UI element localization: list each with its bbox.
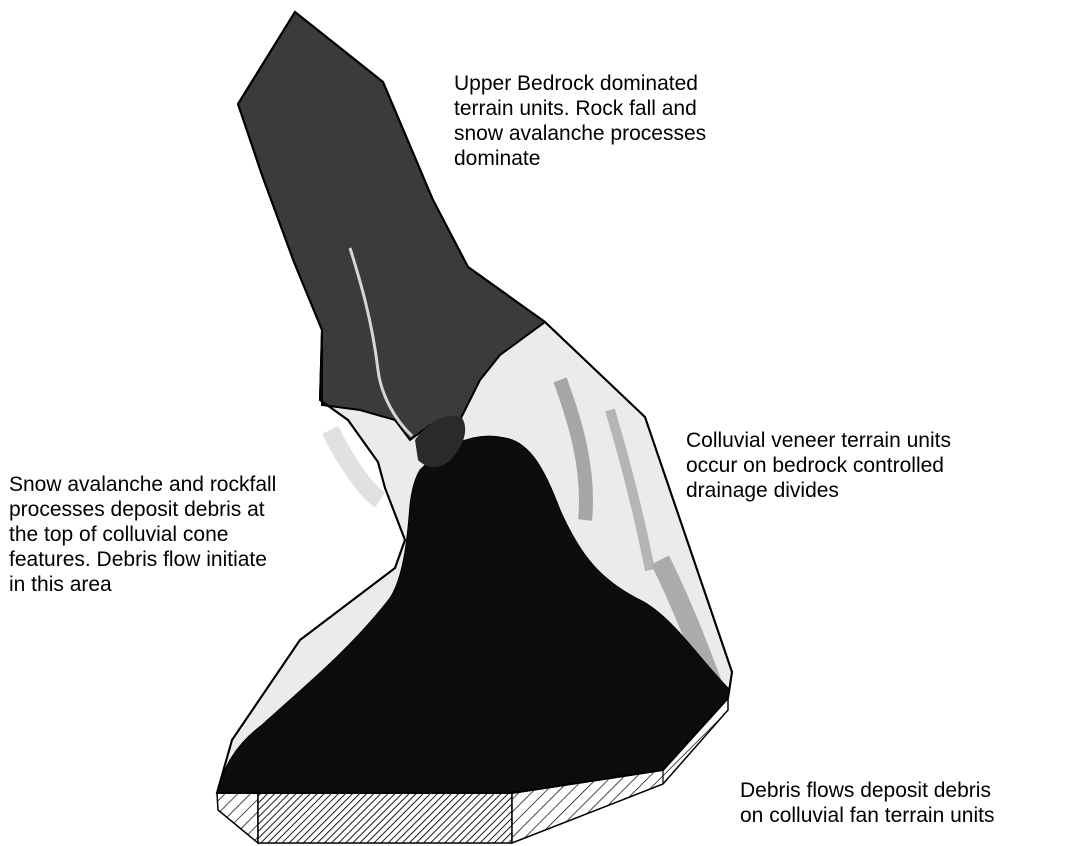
annotation-line: processes deposit debris at	[9, 497, 276, 522]
annotation-line: dominate	[454, 146, 706, 171]
base-face-left	[217, 793, 258, 843]
annotation-line: terrain units. Rock fall and	[454, 96, 706, 121]
annotation-line: in this area	[9, 572, 276, 597]
annotation-line: Debris flows deposit debris	[740, 778, 994, 803]
annotation-line: the top of colluvial cone	[9, 522, 276, 547]
annotation-line: occur on bedrock controlled	[686, 453, 951, 478]
colluvial-veneer-annotation: Colluvial veneer terrain units occur on …	[686, 428, 951, 503]
debris-flows-annotation: Debris flows deposit debris on colluvial…	[740, 778, 994, 828]
annotation-line: on colluvial fan terrain units	[740, 803, 994, 828]
annotation-line: snow avalanche processes	[454, 121, 706, 146]
annotation-line: Upper Bedrock dominated	[454, 71, 706, 96]
upper-bedrock-annotation: Upper Bedrock dominated terrain units. R…	[454, 71, 706, 171]
annotation-line: drainage divides	[686, 478, 951, 503]
annotation-line: Snow avalanche and rockfall	[9, 472, 276, 497]
base-face-front	[258, 793, 512, 843]
annotation-line: Colluvial veneer terrain units	[686, 428, 951, 453]
snow-avalanche-annotation: Snow avalanche and rockfall processes de…	[9, 472, 276, 597]
annotation-line: features. Debris flow initiate	[9, 547, 276, 572]
